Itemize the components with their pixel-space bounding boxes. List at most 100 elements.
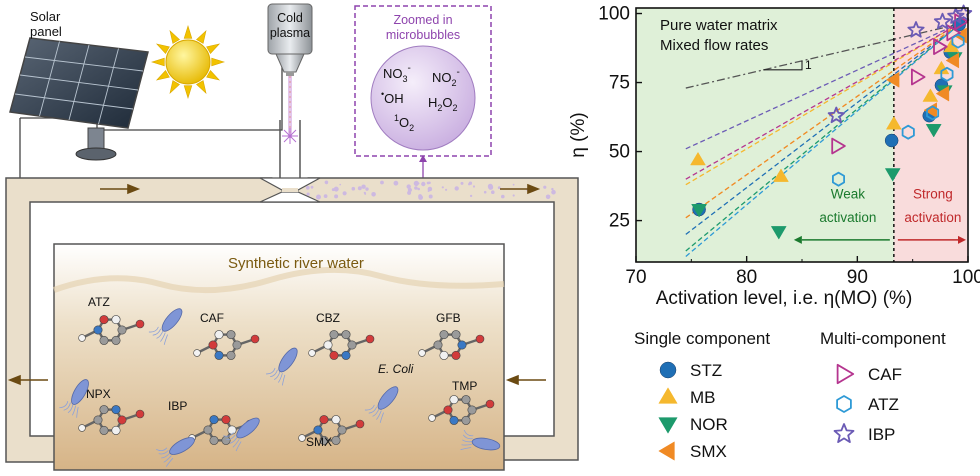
- sun-ray: [183, 24, 193, 39]
- fit-line-caf: [685, 21, 963, 180]
- point-smx: [935, 85, 950, 102]
- sun-ray: [183, 85, 193, 100]
- bubble: [316, 194, 321, 200]
- fit-lines: [685, 21, 963, 257]
- legend-marker-nor: [658, 417, 678, 434]
- sun-ray: [155, 70, 170, 81]
- y-tick-label: 50: [609, 142, 630, 163]
- bubble: [427, 186, 433, 192]
- x-tick-label: 100: [952, 267, 980, 288]
- annotation-mixed-flow: Mixed flow rates: [660, 37, 768, 54]
- molecule-label-caf: CAF: [200, 311, 224, 325]
- molecule-gfb: [418, 330, 485, 360]
- sun-ray: [196, 29, 207, 44]
- point-caf: [933, 38, 948, 55]
- bubble: [310, 185, 314, 189]
- bubble: [418, 195, 423, 200]
- bubble: [406, 184, 411, 189]
- bubble: [445, 188, 448, 191]
- point-atz: [901, 124, 915, 140]
- strong-label-2: activation: [904, 210, 961, 225]
- panel-wire-left: [19, 117, 60, 182]
- point-mb: [690, 152, 706, 166]
- river-water-tank: [52, 243, 505, 471]
- legend-label-atz: ATZ: [868, 395, 899, 414]
- bubble: [305, 185, 310, 190]
- strong-label-1: Strong: [913, 187, 953, 202]
- bubble: [543, 185, 547, 189]
- weak-region: [636, 8, 894, 262]
- molecule-label-npx: NPX: [86, 387, 111, 401]
- legend-single-title: Single component: [634, 329, 770, 348]
- point-nor: [925, 124, 942, 138]
- legend-label-mb: MB: [690, 388, 716, 407]
- bubble: [334, 194, 339, 199]
- bubble: [364, 192, 367, 195]
- molecule-cbz: [308, 330, 375, 360]
- ecoli-icon: [148, 308, 183, 345]
- slope-label: 1: [805, 58, 812, 72]
- point-ibp: [947, 7, 965, 24]
- bubble: [551, 187, 554, 191]
- species-o2: 1O2: [394, 113, 414, 133]
- panel-wire-right: [96, 60, 283, 131]
- weak-arrowhead: [793, 235, 802, 244]
- legend-label-ibp: IBP: [868, 425, 895, 444]
- point-caf: [831, 137, 846, 155]
- weak-label-1: Weak: [831, 187, 866, 202]
- fit-line-nor: [685, 21, 963, 252]
- molecule-label-tmp: TMP: [452, 379, 477, 393]
- zoom-title-1: Zoomed in: [393, 13, 452, 27]
- x-tick-label: 80: [736, 267, 757, 288]
- plasma-label-2: plasma: [270, 26, 310, 40]
- point-ibp: [933, 12, 952, 30]
- bubble: [393, 180, 399, 186]
- point-ibp: [907, 21, 925, 38]
- ecoli-icon: [156, 437, 195, 467]
- legend-marker-caf: [836, 363, 855, 385]
- species-h2o2: H2O2: [428, 95, 458, 113]
- legend-marker-smx: [658, 441, 675, 461]
- x-tick-label: 70: [625, 267, 646, 288]
- ecoli-label: E. Coli: [378, 362, 414, 376]
- bubble: [468, 183, 471, 186]
- bubble: [460, 181, 464, 185]
- fit-line-smx: [685, 21, 963, 219]
- bubble-stream: [305, 180, 556, 200]
- ecoli-icon: [364, 386, 399, 423]
- bubble: [306, 192, 310, 196]
- sun-ray: [196, 80, 207, 95]
- solar-label-2: panel: [30, 24, 62, 39]
- slope-triangle: [763, 60, 803, 71]
- microbubble: [370, 45, 476, 151]
- reference-line: [685, 23, 958, 89]
- bubble: [469, 194, 473, 198]
- molecule-label-atz: ATZ: [88, 295, 110, 309]
- bubble: [483, 190, 487, 194]
- y-tick-label: 25: [609, 211, 630, 232]
- bubble: [545, 194, 551, 200]
- legend-multi-title: Multi-component: [820, 329, 946, 348]
- y-tick-label: 75: [609, 73, 630, 94]
- bubble: [512, 194, 515, 197]
- point-stz: [884, 133, 899, 148]
- point-nor: [885, 168, 901, 182]
- bubble: [497, 186, 501, 190]
- fit-line-stz: [685, 21, 963, 235]
- bubble: [339, 183, 342, 186]
- bubble: [417, 187, 421, 191]
- bubble: [342, 191, 347, 196]
- point-ibp: [954, 4, 973, 22]
- fit-line-atz: [685, 21, 963, 257]
- flow-arrows: [7, 183, 546, 386]
- fit-line-ibp: [685, 21, 963, 150]
- process-diagram: Solar panel Cold plasma: [5, 3, 579, 471]
- point-atz: [951, 33, 965, 49]
- region-arrows: [793, 235, 966, 244]
- sun-ray: [155, 43, 170, 54]
- bubble: [501, 194, 505, 199]
- sun-ray: [169, 29, 180, 44]
